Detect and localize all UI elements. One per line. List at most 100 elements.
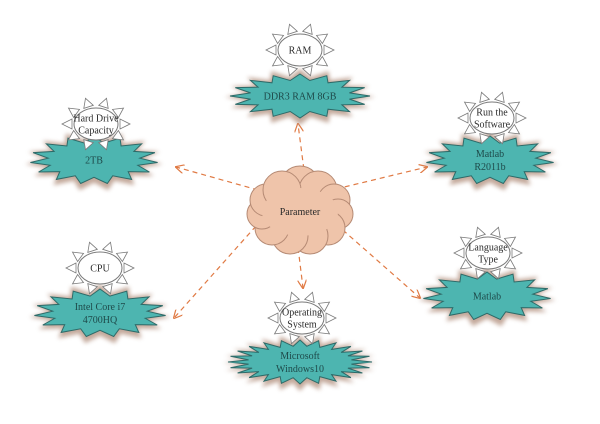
sun-ray xyxy=(493,91,505,103)
hdd-title-text: Hard Drive xyxy=(73,114,119,125)
sun-ray xyxy=(289,333,301,345)
os-title-text: System xyxy=(287,320,317,331)
sun-ray xyxy=(123,262,135,274)
arrow-to-software xyxy=(335,167,427,190)
sun-ray xyxy=(511,247,523,259)
sun-ray xyxy=(463,123,477,135)
sun-ray xyxy=(317,301,331,313)
center-cloud: Parameter xyxy=(246,165,354,255)
sun-ray xyxy=(115,273,129,285)
sun-ray xyxy=(61,118,73,130)
hdd-title-oval xyxy=(73,107,119,141)
sun-ray xyxy=(65,262,77,274)
sun-ray xyxy=(101,283,113,295)
sun-ray xyxy=(287,23,299,35)
cpu-value-text: 4700HQ xyxy=(83,315,118,326)
sun-ray xyxy=(507,101,521,113)
ram-title-badge: RAM xyxy=(265,23,335,77)
sun-ray xyxy=(325,312,337,324)
ram-value-text: DDR3 RAM 8GB xyxy=(264,92,337,103)
cpu-title-oval xyxy=(77,251,123,285)
software-value-star xyxy=(426,135,554,185)
ram-title-text: RAM xyxy=(289,46,312,57)
cpu-value-star xyxy=(34,288,166,338)
os-title-oval xyxy=(279,301,325,335)
cpu-value-text: Intel Core i7 xyxy=(75,302,126,313)
sun-ray xyxy=(463,101,477,113)
sun-ray xyxy=(503,236,517,248)
sun-ray xyxy=(265,44,277,56)
software-title-text: Software xyxy=(474,120,511,131)
sun-ray xyxy=(475,268,487,280)
cpu-title-text: CPU xyxy=(90,264,110,275)
os-value-text: Windows10 xyxy=(276,364,324,375)
sun-ray xyxy=(489,268,501,280)
sun-ray xyxy=(111,129,125,141)
cloud-body xyxy=(262,188,338,236)
sun-ray xyxy=(83,97,95,109)
sun-ray xyxy=(493,133,505,145)
sun-ray xyxy=(453,247,465,259)
sun-ray xyxy=(503,258,517,270)
os-title-text: Operating xyxy=(282,308,322,319)
sun-ray xyxy=(315,55,329,67)
sun-ray xyxy=(287,65,299,77)
sun-ray xyxy=(301,65,313,77)
software-value-text: R2011b xyxy=(474,162,505,173)
sun-ray xyxy=(271,55,285,67)
sun-ray xyxy=(267,312,279,324)
sun-ray xyxy=(323,44,335,56)
language-value-star xyxy=(423,271,551,321)
hdd-value-star xyxy=(30,135,158,185)
sun-ray xyxy=(489,226,501,238)
hdd-value-text: 2TB xyxy=(85,156,103,167)
sun-ray xyxy=(273,323,287,335)
node-cpu: Intel Core i7 4700HQ CPU xyxy=(29,241,171,344)
sun-ray xyxy=(119,118,131,130)
sun-ray xyxy=(459,258,473,270)
os-value-star xyxy=(227,339,373,385)
software-value-text: Matlab xyxy=(476,149,504,160)
sun-ray xyxy=(303,333,315,345)
software-title-oval xyxy=(469,101,515,135)
language-value-text: Matlab xyxy=(473,292,501,303)
sun-ray xyxy=(271,33,285,45)
sun-ray xyxy=(289,291,301,303)
arrow-to-language xyxy=(335,223,420,298)
sun-ray xyxy=(101,241,113,253)
sun-ray xyxy=(459,236,473,248)
center-label: Parameter xyxy=(280,207,321,218)
sun-ray xyxy=(475,226,487,238)
sun-ray xyxy=(67,107,81,119)
sun-ray xyxy=(83,139,95,151)
sun-ray xyxy=(273,301,287,313)
sun-ray xyxy=(303,291,315,303)
sun-ray xyxy=(115,251,129,263)
sun-ray xyxy=(87,241,99,253)
node-ram: DDR3 RAM 8GB RAM xyxy=(225,23,375,125)
os-value-text: Microsoft xyxy=(280,351,320,362)
ram-value-star xyxy=(229,73,371,119)
sun-ray xyxy=(67,129,81,141)
parameter-cloud: Parameter xyxy=(246,165,354,255)
sun-ray xyxy=(301,23,313,35)
language-title-text: Language xyxy=(468,243,508,254)
cpu-title-badge: CPU xyxy=(65,241,135,295)
software-title-text: Run the xyxy=(476,108,508,119)
hdd-title-text: Capacity xyxy=(78,126,114,137)
arrow-to-hdd xyxy=(176,167,259,191)
language-title-oval xyxy=(465,236,511,270)
language-title-text: Type xyxy=(478,255,498,266)
sun-ray xyxy=(97,97,109,109)
sun-ray xyxy=(457,112,469,124)
sun-ray xyxy=(97,139,109,151)
sun-ray xyxy=(479,133,491,145)
